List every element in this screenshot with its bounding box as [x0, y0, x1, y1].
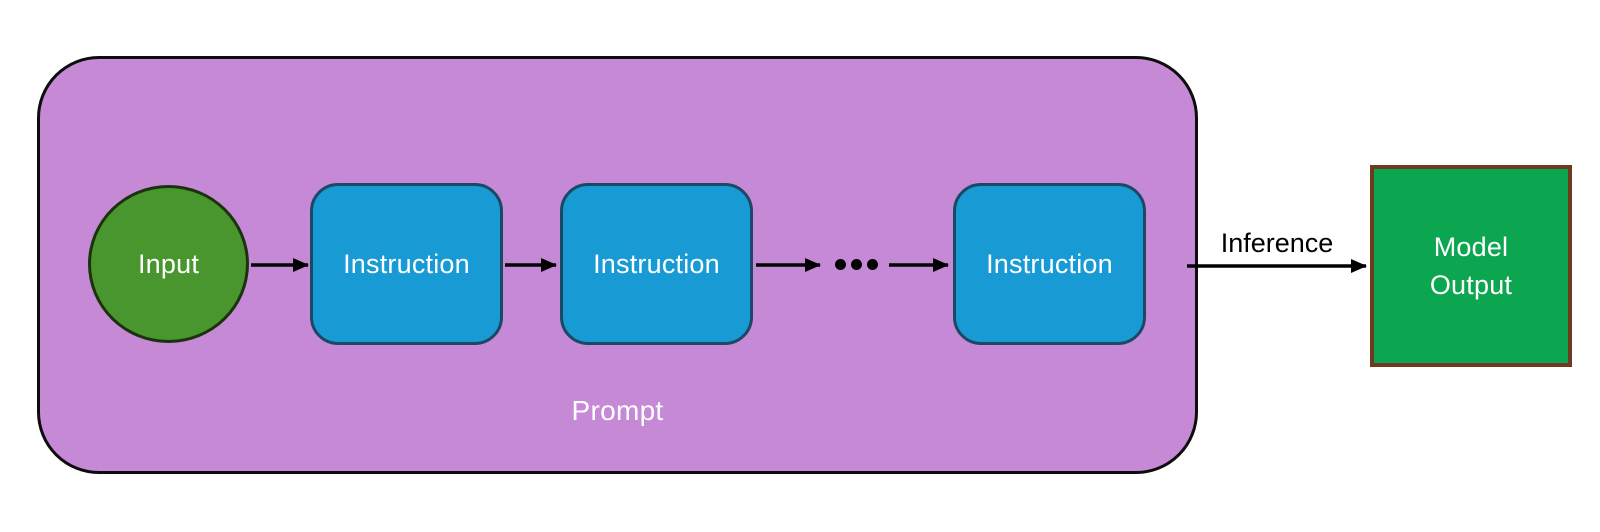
prompt-group: Input Instruction Instruction Instructio… [37, 56, 1198, 474]
ellipsis-dot [851, 259, 862, 270]
inference-label: Inference [1220, 228, 1334, 258]
ellipsis-dot [867, 259, 878, 270]
model-output-label-line-2: Output [1429, 270, 1513, 300]
instruction-node-2-label: Instruction [593, 248, 720, 279]
instruction-node-2: Instruction [560, 183, 753, 345]
prompt-group-label: Prompt [571, 395, 664, 426]
instruction-node-1-label: Instruction [343, 248, 470, 279]
model-output-node: Model Output [1370, 165, 1572, 367]
input-node: Input [88, 185, 249, 343]
ellipsis-icon [835, 259, 878, 270]
instruction-node-1: Instruction [310, 183, 503, 345]
ellipsis-dot [835, 259, 846, 270]
instruction-node-3-label: Instruction [986, 248, 1113, 279]
input-node-label: Input [137, 248, 200, 279]
instruction-node-3: Instruction [953, 183, 1146, 345]
model-output-label-line-1: Model [1433, 232, 1509, 262]
